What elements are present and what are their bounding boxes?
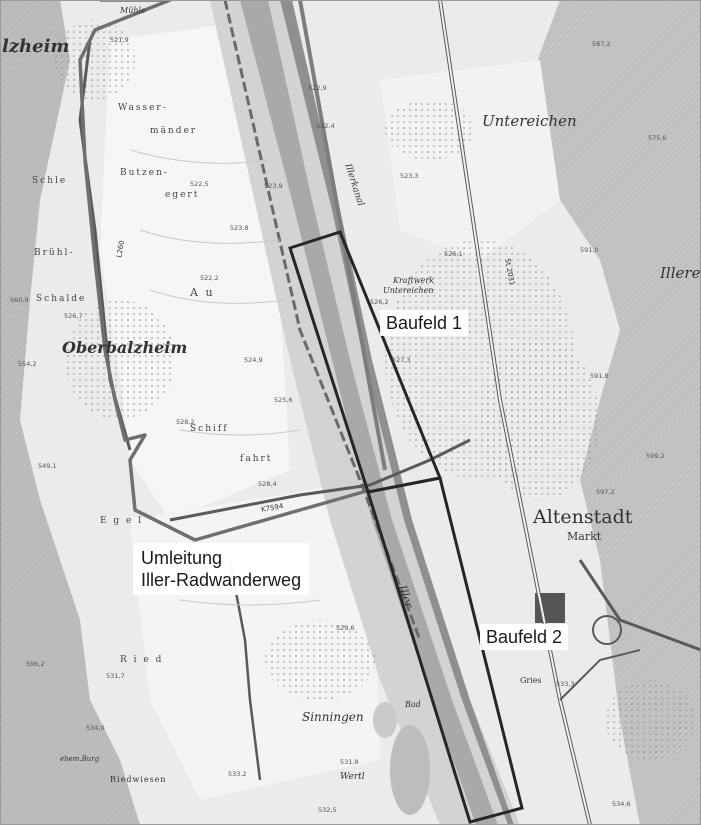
place-balzheim-partial: lzheim [2,36,70,57]
place-wertl: Wertl [340,772,365,782]
field-ried: R i e d [120,655,164,665]
settlement-filzingen [605,680,695,760]
field-schiff: Schiff [190,424,229,434]
pond-bad [390,725,430,815]
spot-height: 531,8 [340,758,359,766]
spot-height: 591,8 [590,372,609,380]
spot-height: 527,3 [392,356,411,364]
spot-height: 526,2 [370,298,389,306]
field-butzen: Butzen- [120,168,169,178]
field-egel: E g e l [100,516,144,526]
spot-height: 523,9 [264,182,283,190]
iller-river [240,0,498,825]
spot-height: 523,8 [230,224,249,232]
baufeld-1-label: Baufeld 1 [380,310,469,336]
field-schalde: Schalde [36,294,87,304]
spot-height: 587,2 [592,40,611,48]
spot-height: 591,0 [580,246,599,254]
place-sinningen: Sinningen [302,710,364,724]
place-markt: Markt [567,530,602,543]
spot-height: 596,2 [26,660,45,668]
settlement-oberbalzheim [65,300,175,420]
field-fahrt: fahrt [240,454,273,464]
spot-height: 522,5 [190,180,209,188]
spot-height: 524,9 [244,356,263,364]
road-k7594 [169,438,471,522]
place-oberbalzheim: Oberbalzheim [62,338,188,357]
field-wassermaender: Wasser- [118,103,168,113]
spot-height: 597,2 [596,488,615,496]
umleitung-line-1: Umleitung [141,548,223,568]
spot-height: 599,2 [646,452,665,460]
place-altenstadt: Altenstadt [533,506,633,528]
interchange [592,615,622,645]
place-muehle: Mühle [120,6,146,15]
place-ehem-burg: ehem.Burg [60,755,100,763]
field-bruehl: Brühl- [34,248,75,258]
spot-height: 533,3 [556,680,575,688]
settlement-untereichen [385,100,475,160]
field-au: A u [190,286,215,299]
place-kraftwerk: Kraftwerk [393,276,434,285]
spot-height: 522,2 [200,274,219,282]
spot-height: 533,2 [228,770,247,778]
spot-height: 523,3 [400,172,419,180]
spot-height: 560,9 [10,296,29,304]
baufeld-2-text: Baufeld 2 [486,627,563,647]
spot-height: 528,4 [258,480,277,488]
spot-height: 549,1 [38,462,57,470]
spot-height: 529,6 [336,624,355,632]
spot-height: 525,6 [274,396,293,404]
place-untereichen: Untereichen [482,112,577,130]
field-maender: mänder [150,126,198,136]
place-illere: Illere [660,264,701,282]
baufeld-2-boundary [366,476,524,824]
spot-height: 522,9 [308,84,327,92]
spot-height: 526,7 [64,312,83,320]
umleitung-label: Umleitung Iller-Radwanderweg [133,543,310,595]
settlement-sinningen [265,620,375,700]
spot-height: 531,7 [106,672,125,680]
field-schle: Schle [32,176,68,186]
place-riedwiesen: Riedwiesen [110,775,167,784]
spot-height: 528,2 [176,418,195,426]
umleitung-line-2: Iller-Radwanderweg [141,570,302,590]
detour-route [78,0,371,542]
spot-height: 534,6 [612,800,631,808]
spot-height: 532,5 [318,806,337,814]
spot-height: 522,4 [316,122,335,130]
baufeld-2-label: Baufeld 2 [480,624,569,650]
place-bad: Bad [405,700,421,709]
spot-height: 521,9 [110,36,129,44]
spot-height: 554,2 [18,360,37,368]
place-gries: Gries [520,676,542,685]
place-untereichen-small: Untereichen [383,286,434,295]
road-east [578,559,701,652]
spot-height: 526,1 [444,250,463,258]
railway [223,0,422,641]
settlement-north [55,20,135,100]
spot-height: 575,6 [648,134,667,142]
baufeld-1-text: Baufeld 1 [386,313,463,333]
spot-height: 534,0 [86,724,105,732]
field-egert: egert [165,190,200,200]
